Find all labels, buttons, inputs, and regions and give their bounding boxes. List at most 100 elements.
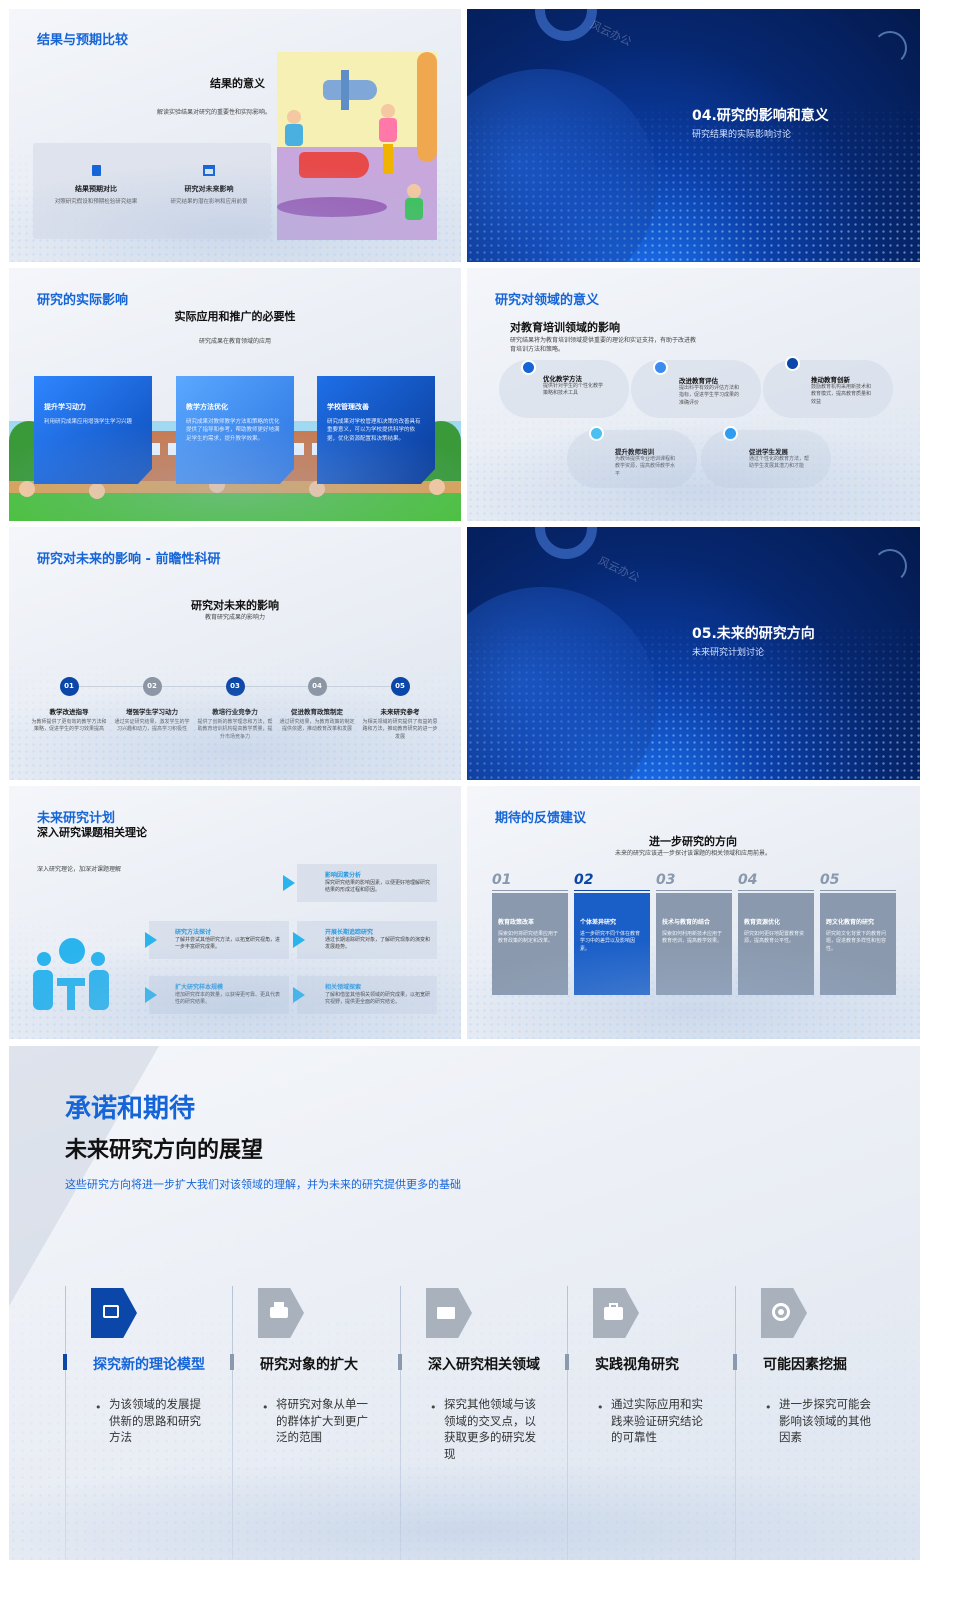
slide-future-plan[interactable]: 未来研究计划 深入研究课题相关理论 深入研究理论，加深对课题理解 影响因素分析 …: [9, 786, 461, 1039]
section-desc: 教育研究成果的影响力: [204, 614, 265, 621]
item-desc: 鼓励教育机构采用新技术和教育模式，提高教育质量和效益: [811, 384, 872, 405]
slide-results-comparison[interactable]: 结果与预期比较 结果的意义 解读实验结果对研究的重要性和实际影响。 结果预期对比…: [9, 9, 461, 262]
slide-title: 研究对领域的意义: [495, 293, 600, 308]
card-desc: 研究成果对教师教学方法和策略的优化提供了指导和参考，帮助教师更好地满足学生的需求…: [186, 419, 280, 442]
slide-practical-impact[interactable]: 研究的实际影响 实际应用和推广的必要性 研究成果在教育领域的应用 提升学习动力 …: [9, 268, 461, 521]
decor-ring-small: [873, 549, 907, 583]
item-desc: 进一步探究可能会影响该领域的其他因素: [779, 1397, 871, 1445]
impact-card: 教学方法优化 研究成果对教师教学方法和策略的优化提供了指导和参考，帮助教师更好地…: [176, 376, 294, 484]
play-icon: [145, 987, 157, 1003]
item-desc: 为该领域的发展提供新的思路和研究方法: [109, 1397, 201, 1445]
item-marker: [63, 1354, 67, 1370]
card-title: 教育政策改革: [498, 919, 535, 926]
item-bullet: •: [765, 1401, 772, 1414]
slide-future-impact[interactable]: 研究对未来的影响 - 前瞻性科研 研究对未来的影响 教育研究成果的影响力 01 …: [9, 527, 461, 780]
slide-section-04[interactable]: 风云办公 04.研究的影响和意义 研究结果的实际影响讨论: [467, 9, 920, 262]
play-icon: [293, 932, 305, 948]
section-desc: 深入研究理论，加深对课题理解: [37, 866, 122, 873]
item-bullet: •: [95, 1401, 102, 1414]
decor-circle: [467, 587, 657, 780]
card-desc: 研究如何更好地配置教育资源，提高教育公平性。: [744, 931, 805, 945]
plan-item: 研究方法探讨 了解并尝试其他研究方法，以拓宽研究视角，进一步丰富研究成果。: [145, 921, 289, 959]
timeline-item: 02 增强学生学习动力 通过实证研究结果，激发学生的学习兴趣和动力，提高学习积极…: [114, 677, 190, 734]
column-number: 01: [492, 872, 568, 891]
item-marker: [398, 1354, 402, 1370]
slide-commitment[interactable]: 承诺和期待 未来研究方向的展望 这些研究方向将进一步扩大我们对该领域的理解，并为…: [9, 1046, 920, 1560]
item-title: 开展长期追踪研究: [325, 929, 374, 936]
field-item: 促进学生发展 通过个性化的教育方法，帮助学生发展其潜力和才能: [701, 426, 831, 488]
column-number: 05: [820, 872, 896, 891]
impact-card: 提升学习动力 利用研究成果应用增强学生学习兴趣: [34, 376, 152, 484]
step-number: 03: [225, 677, 245, 696]
item-desc: 为教师提供了更有效的教学方法和策略，促进学生的学习效果提高: [31, 719, 107, 733]
slide-title: 研究的实际影响: [37, 293, 129, 308]
item-marker: [230, 1354, 234, 1370]
item-desc: 将研究对象从单一的群体扩大到更广泛的范围: [276, 1397, 368, 1445]
item-title: 提升教师培训: [615, 448, 654, 456]
section-title: 04.研究的影响和意义: [692, 108, 829, 124]
item-title: 促进学生发展: [749, 448, 788, 456]
slide-title: 期待的反馈建议: [495, 811, 587, 826]
item-desc: 了解和借鉴其他相关领域的研究成果，以拓宽研究视野，提供更全面的研究结论。: [325, 992, 431, 1006]
item-title: 实践视角研究: [595, 1357, 679, 1373]
item-title: 未来研究参考: [380, 708, 420, 716]
item-title: 可能因素挖掘: [763, 1357, 847, 1373]
card-desc: 探索如何利用新技术应用于教育培训，提高教学效果。: [662, 931, 723, 945]
section-desc: 这些研究方向将进一步扩大我们对该领域的理解，并为未来的研究提供更多的基础: [65, 1178, 461, 1191]
column-number: 04: [738, 872, 814, 891]
decor-circle: [467, 69, 657, 262]
section-subtitle: 研究结果的实际影响讨论: [692, 130, 792, 140]
play-icon: [145, 932, 157, 948]
slide-field-significance[interactable]: 研究对领域的意义 对教育培训领域的影响 研究结果将为教育培训领域提供重要的理论和…: [467, 268, 920, 521]
item-title: 推动教育创新: [811, 376, 850, 384]
item-bullet: •: [597, 1401, 604, 1414]
item-title: 探究新的理论模型: [93, 1357, 205, 1373]
section-heading: 对教育培训领域的影响: [510, 321, 620, 334]
item-title: 教学改进指导: [49, 708, 89, 716]
direction-card: 跨文化教育的研究 研究跨文化背景下的教育问题，促进教育多样性和包容性。: [820, 893, 896, 995]
card-title: 个体差异研究: [580, 919, 617, 926]
direction-card: 教育政策改革 探索如何将研究结果应用于教育政策的制定和改革。: [492, 893, 568, 995]
section-heading: 实际应用和推广的必要性: [174, 310, 296, 323]
section-desc: 研究结果将为教育培训领域提供重要的理论和实证支持，有助于改进教育培训方法和策略。: [510, 337, 697, 353]
item-marker: [565, 1354, 569, 1370]
section-heading: 进一步研究的方向: [649, 835, 737, 848]
plan-item: 开展长期追踪研究 通过长期追踪研究对象，了解研究现象的演变和发展趋势。: [293, 921, 437, 959]
direction-column: 01 教育政策改革 探索如何将研究结果应用于教育政策的制定和改革。: [492, 872, 568, 995]
section-heading: 研究对未来的影响: [191, 599, 279, 612]
section-heading: 未来研究方向的展望: [65, 1138, 264, 1163]
field-item: 提升教师培训 为教师提供专业培训课程和教学资源，提高教师教学水平: [567, 426, 697, 488]
watermark: 风云办公: [596, 554, 642, 585]
slide-feedback[interactable]: 期待的反馈建议 进一步研究的方向 未来的研究应该进一步探讨该课题的相关领域和应用…: [467, 786, 920, 1039]
item-marker: [733, 1354, 737, 1370]
item-desc: 为教师提供专业培训课程和教学资源，提高教师教学水平: [615, 456, 676, 477]
step-number: 04: [307, 677, 327, 696]
item-desc: 通过长期追踪研究对象，了解研究现象的演变和发展趋势。: [325, 937, 431, 951]
card-desc: 对照研究假设和预期检验研究结果: [54, 199, 138, 205]
item-desc: 通过个性化的教育方法，帮助学生发展其潜力和才能: [749, 456, 810, 470]
timeline-item: 05 未来研究参考 为相关领域的研究提供了有益的思路和方法，推动教育研究的进一步…: [362, 677, 438, 741]
item-title: 优化教学方法: [543, 375, 582, 383]
item-desc: 了解并尝试其他研究方法，以拓宽研究视角，进一步丰富研究成果。: [175, 937, 281, 951]
item-bullet: •: [262, 1401, 269, 1414]
item-title: 教培行业竞争力: [212, 708, 258, 716]
item-desc: 提出科学有效的评估方法和指标，促进学生学习成果的准确评价: [679, 385, 740, 406]
timeline-item: 01 教学改进指导 为教师提供了更有效的教学方法和策略，促进学生的学习效果提高: [31, 677, 107, 734]
section-desc: 未来的研究应该进一步探讨该课题的相关领域和应用前景。: [614, 850, 771, 857]
direction-column: 04 教育资源优化 研究如何更好地配置教育资源，提高教育公平性。: [738, 872, 814, 995]
item-icon: [785, 356, 800, 371]
step-number: 05: [390, 677, 410, 696]
item-icon: [723, 426, 738, 441]
item-desc: 提供了创新的教学理念和方法，帮助教育培训机构提高教学质量，提升市场竞争力: [197, 719, 273, 740]
section-desc: 解读实验结果对研究的重要性和实际影响。: [156, 109, 271, 116]
plan-item: 扩大研究样本规模 增加研究样本的数量，以获得更可靠、更具代表性的研究结果。: [145, 976, 289, 1014]
slide-section-05[interactable]: 风云办公 05.未来的研究方向 未来研究计划讨论: [467, 527, 920, 780]
card-desc: 研究成果对学校管理和决策的改善具有重要意义，可以为学校提供科学的依据，优化资源配…: [327, 419, 421, 442]
slide-subtitle: 深入研究课题相关理论: [37, 826, 147, 839]
item-title: 扩大研究样本规模: [175, 984, 224, 991]
direction-column: 03 技术与教育的结合 探索如何利用新技术应用于教育培训，提高教学效果。: [656, 872, 732, 995]
field-item: 改进教育评估 提出科学有效的评估方法和指标，促进学生学习成果的准确评价: [631, 360, 761, 418]
item-title: 相关领域探索: [325, 984, 362, 991]
cards-panel: 结果预期对比 对照研究假设和预期检验研究结果 研究对未来影响 研究结果的潜在影响…: [33, 143, 271, 239]
direction-column: 02 个体差异研究 进一步研究不同个体在教育学习中的差异以及影响因素。: [574, 872, 650, 995]
